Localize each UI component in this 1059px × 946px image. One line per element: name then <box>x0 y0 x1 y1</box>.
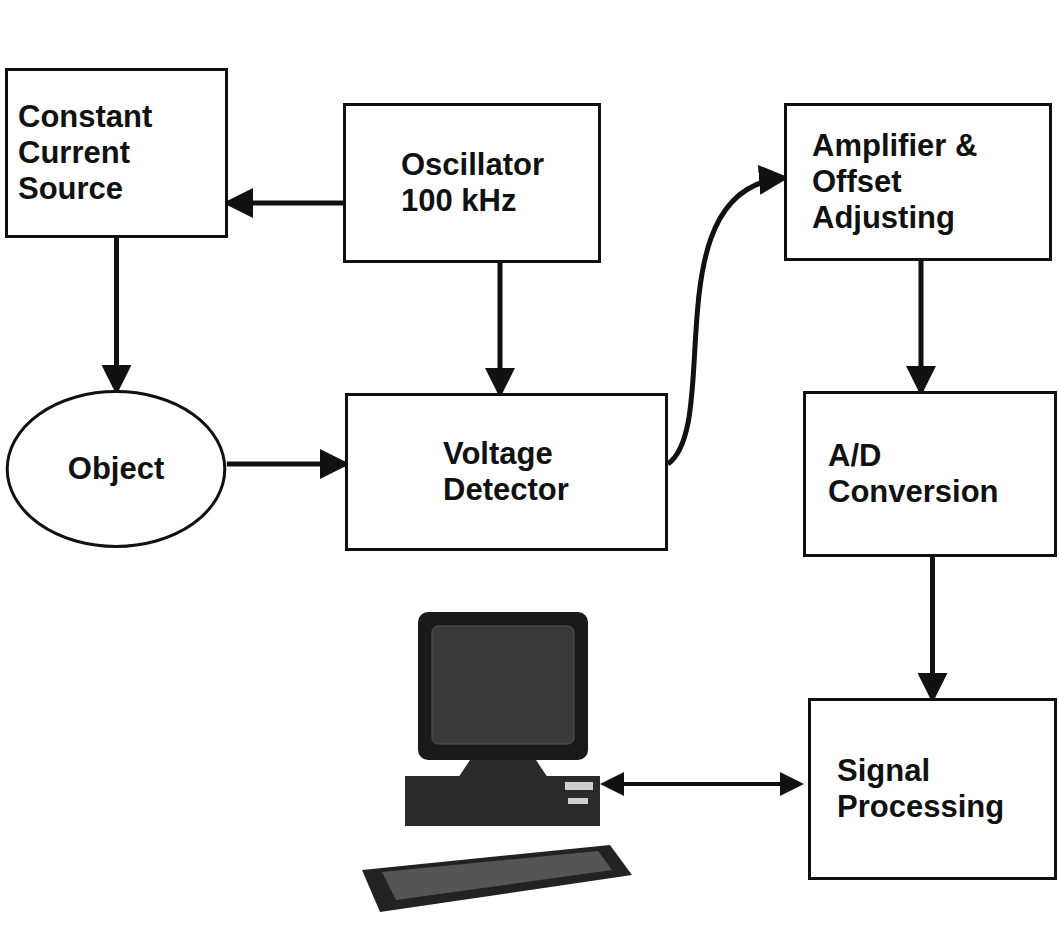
signal-arrow <box>498 263 503 393</box>
box-label: Oscillator <box>401 147 591 183</box>
process-box: Constant Current Source <box>5 68 228 238</box>
signal-arrow <box>930 557 935 698</box>
box-label: Object <box>68 451 164 487</box>
keyboard <box>362 845 632 912</box>
monitor <box>418 612 588 760</box>
drive-slot <box>568 798 588 804</box>
box-label: A/D Conversion <box>828 438 1028 510</box>
signal-arrow <box>227 462 345 467</box>
box-label: Signal Processing <box>837 753 1037 825</box>
keyboard-keys <box>382 851 612 900</box>
signal-arrow <box>228 201 343 206</box>
box-label: Constant Current Source <box>18 99 218 207</box>
process-box: Signal Processing <box>808 698 1057 880</box>
box-label: Voltage Detector <box>443 436 618 508</box>
object-ellipse: Object <box>5 390 227 548</box>
signal-arrow <box>114 238 119 390</box>
system-unit <box>405 776 600 826</box>
drive-slot <box>565 782 593 790</box>
signal-arrow <box>668 178 784 464</box>
signal-arrow <box>919 261 924 391</box>
box-label: 100 kHz <box>401 183 591 219</box>
screen <box>432 626 574 744</box>
process-box: Voltage Detector <box>345 393 668 551</box>
link-arrow <box>604 782 800 786</box>
monitor-stand <box>458 760 548 778</box>
box-label: Amplifier & Offset Adjusting <box>812 128 1037 236</box>
process-box: A/D Conversion <box>803 391 1057 557</box>
oscillator-box: Oscillator100 kHz <box>343 103 601 263</box>
process-box: Amplifier & Offset Adjusting <box>784 103 1052 261</box>
